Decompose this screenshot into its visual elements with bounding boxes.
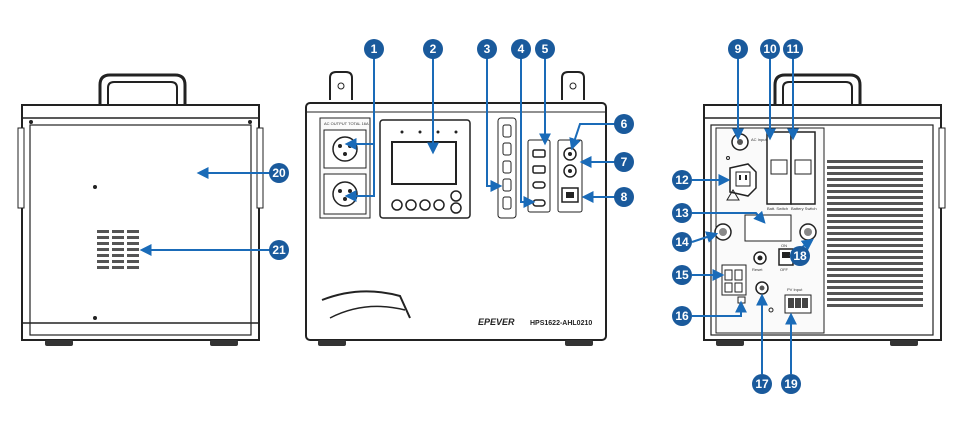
svg-text:13: 13	[675, 206, 689, 220]
model-label: HPS1622-AHL0210	[530, 320, 592, 327]
svg-text:5: 5	[542, 42, 549, 56]
svg-text:16: 16	[675, 309, 689, 323]
svg-text:1: 1	[371, 42, 378, 56]
callout-12: 12	[672, 170, 692, 190]
callout-11: 11	[783, 39, 803, 59]
svg-text:11: 11	[787, 42, 800, 56]
ac-output-title: AC OUTPUT TOTAL 16A	[324, 121, 369, 126]
pv-input-label: PV Input	[787, 287, 803, 292]
power-button[interactable]	[450, 190, 462, 202]
on-label: ON	[781, 243, 787, 248]
svg-text:2: 2	[430, 42, 437, 56]
battery-extension-port[interactable]	[721, 264, 747, 296]
side-vent	[97, 230, 139, 269]
callout-17: 17	[752, 374, 772, 394]
svg-text:12: 12	[675, 173, 689, 187]
button-3[interactable]	[419, 199, 431, 211]
leader-lines	[139, 58, 814, 374]
side-view-unit	[17, 73, 264, 346]
svg-text:7: 7	[621, 155, 628, 169]
usb-port-1[interactable]	[532, 149, 546, 158]
callout-14: 14	[672, 232, 692, 252]
svg-text:4: 4	[518, 42, 525, 56]
callout-1: 1	[364, 39, 384, 59]
lcd-screen	[391, 141, 457, 185]
svg-text:18: 18	[793, 249, 807, 263]
callout-4: 4	[511, 39, 531, 59]
callout-21: 21	[269, 240, 289, 260]
button-1[interactable]	[391, 199, 403, 211]
svg-text:14: 14	[675, 235, 689, 249]
dc-port-panel	[557, 139, 583, 213]
svg-text:20: 20	[272, 166, 286, 180]
svg-text:8: 8	[621, 190, 628, 204]
callout-10: 10	[760, 39, 780, 59]
pv-input-connector[interactable]	[784, 294, 812, 314]
callout-18: 18	[790, 246, 810, 266]
callout-3: 3	[477, 39, 497, 59]
rear-info-label	[744, 214, 792, 242]
callout-2: 2	[423, 39, 443, 59]
svg-text:17: 17	[755, 377, 769, 391]
callout-15: 15	[672, 265, 692, 285]
callout-8: 8	[614, 187, 634, 207]
ac-input-socket[interactable]	[729, 163, 757, 197]
off-label: OFF	[780, 267, 789, 272]
callout-20: 20	[269, 163, 289, 183]
rear-vent-grille	[827, 160, 923, 307]
svg-text:10: 10	[763, 42, 777, 56]
ac-socket-upper[interactable]	[332, 136, 358, 162]
callout-19: 19	[781, 374, 801, 394]
callout-6: 6	[614, 114, 634, 134]
brand-logo: EPEVER	[478, 317, 515, 327]
front-view-unit: AC OUTPUT TOTAL 16A	[305, 71, 607, 346]
callout-7: 7	[614, 152, 634, 172]
callout-badges: 1 2 3 4 5 6 7 8 9 10 11 12 13 14 15 16 1…	[269, 39, 810, 394]
button-4[interactable]	[433, 199, 445, 211]
svg-text:21: 21	[272, 243, 286, 257]
svg-text:3: 3	[484, 42, 491, 56]
usb-c-port-1[interactable]	[532, 181, 546, 189]
display-panel	[379, 119, 471, 219]
callout-5: 5	[535, 39, 555, 59]
svg-text:19: 19	[784, 377, 798, 391]
callout-13: 13	[672, 203, 692, 223]
callout-9: 9	[728, 39, 748, 59]
batt-switch-label: Batt. Switch	[767, 206, 788, 211]
usb-port-2[interactable]	[532, 165, 546, 174]
button-6[interactable]	[450, 202, 462, 214]
callout-16: 16	[672, 306, 692, 326]
reset-label: Reset	[752, 267, 763, 272]
svg-text:6: 6	[621, 117, 628, 131]
usb-panel	[527, 139, 551, 213]
battery-switch-label: Battery Switch	[791, 206, 817, 211]
button-2[interactable]	[405, 199, 417, 211]
usb-c-port-2[interactable]	[532, 199, 546, 207]
svg-text:15: 15	[675, 268, 689, 282]
svg-text:9: 9	[735, 42, 742, 56]
ac-output-panel: AC OUTPUT TOTAL 16A	[319, 117, 371, 219]
indicator-strip	[497, 117, 517, 219]
ac-socket-lower[interactable]	[332, 181, 358, 207]
